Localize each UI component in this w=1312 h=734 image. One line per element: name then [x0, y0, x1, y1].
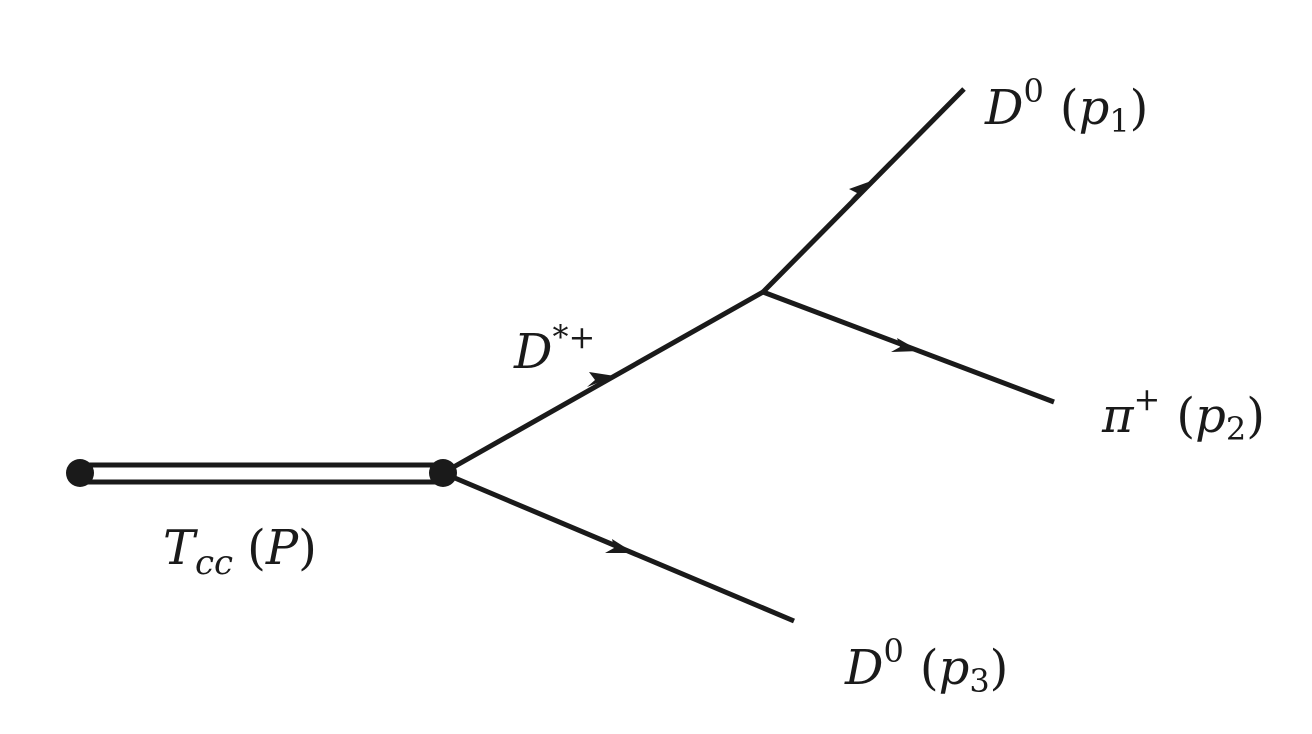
label-pi-p2: π+(p2) — [1101, 380, 1265, 448]
dstar-line — [441, 289, 765, 476]
dstar-arrow — [587, 372, 615, 387]
pi-p2-arrow — [891, 338, 920, 352]
d0-p1-line — [761, 87, 966, 294]
start-vertex — [66, 459, 94, 487]
label-dstar: D*+ — [513, 318, 595, 380]
d0-p3-arrow — [605, 539, 634, 553]
label-d0-p1: D0(p1) — [984, 72, 1148, 140]
tcc-double-line — [80, 462, 443, 485]
decay-vertex — [429, 459, 457, 487]
label-d0-p3: D0(p3) — [844, 632, 1008, 700]
d0-p1-arrow — [849, 180, 874, 200]
label-tcc: Tcc(P) — [163, 520, 317, 583]
